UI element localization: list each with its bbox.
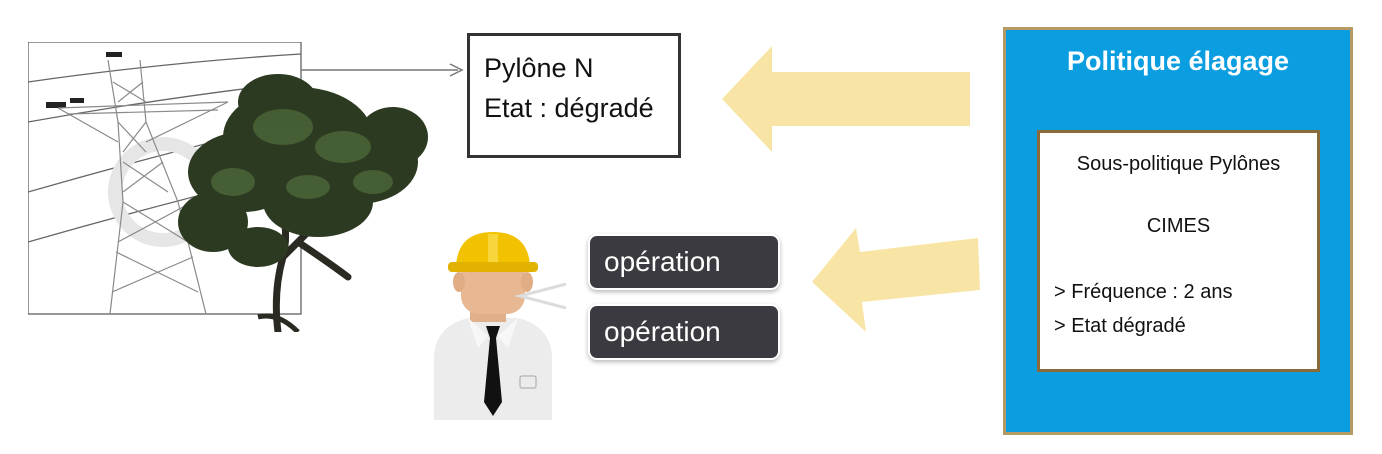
- operation-pill: opération: [590, 306, 778, 358]
- worker-icon: [434, 232, 552, 420]
- policy-panel: Politique élagage Sous-politique Pylônes…: [1003, 27, 1353, 435]
- subpolicy-title: Sous-politique Pylônes: [1076, 153, 1281, 175]
- block-arrow-left-icon: [812, 228, 980, 332]
- pylon-state: Etat : dégradé: [484, 93, 654, 123]
- pylon-tree-illustration: [28, 42, 428, 332]
- pylon-name: Pylône N: [484, 53, 594, 83]
- policy-title: Politique élagage: [1066, 46, 1290, 76]
- subpolicy-organisation: CIMES: [1146, 215, 1211, 237]
- criterion-state: > Etat dégradé: [1054, 315, 1186, 337]
- criterion-frequency: > Fréquence : 2 ans: [1054, 281, 1233, 303]
- operation-pill: opération: [590, 236, 778, 288]
- speech-mark: [514, 282, 567, 310]
- block-arrow-left-icon: [722, 46, 970, 152]
- pylon-info-box: Pylône N Etat : dégradé: [467, 33, 681, 158]
- subpolicy-box: Sous-politique Pylônes CIMES > Fréquence…: [1037, 130, 1320, 372]
